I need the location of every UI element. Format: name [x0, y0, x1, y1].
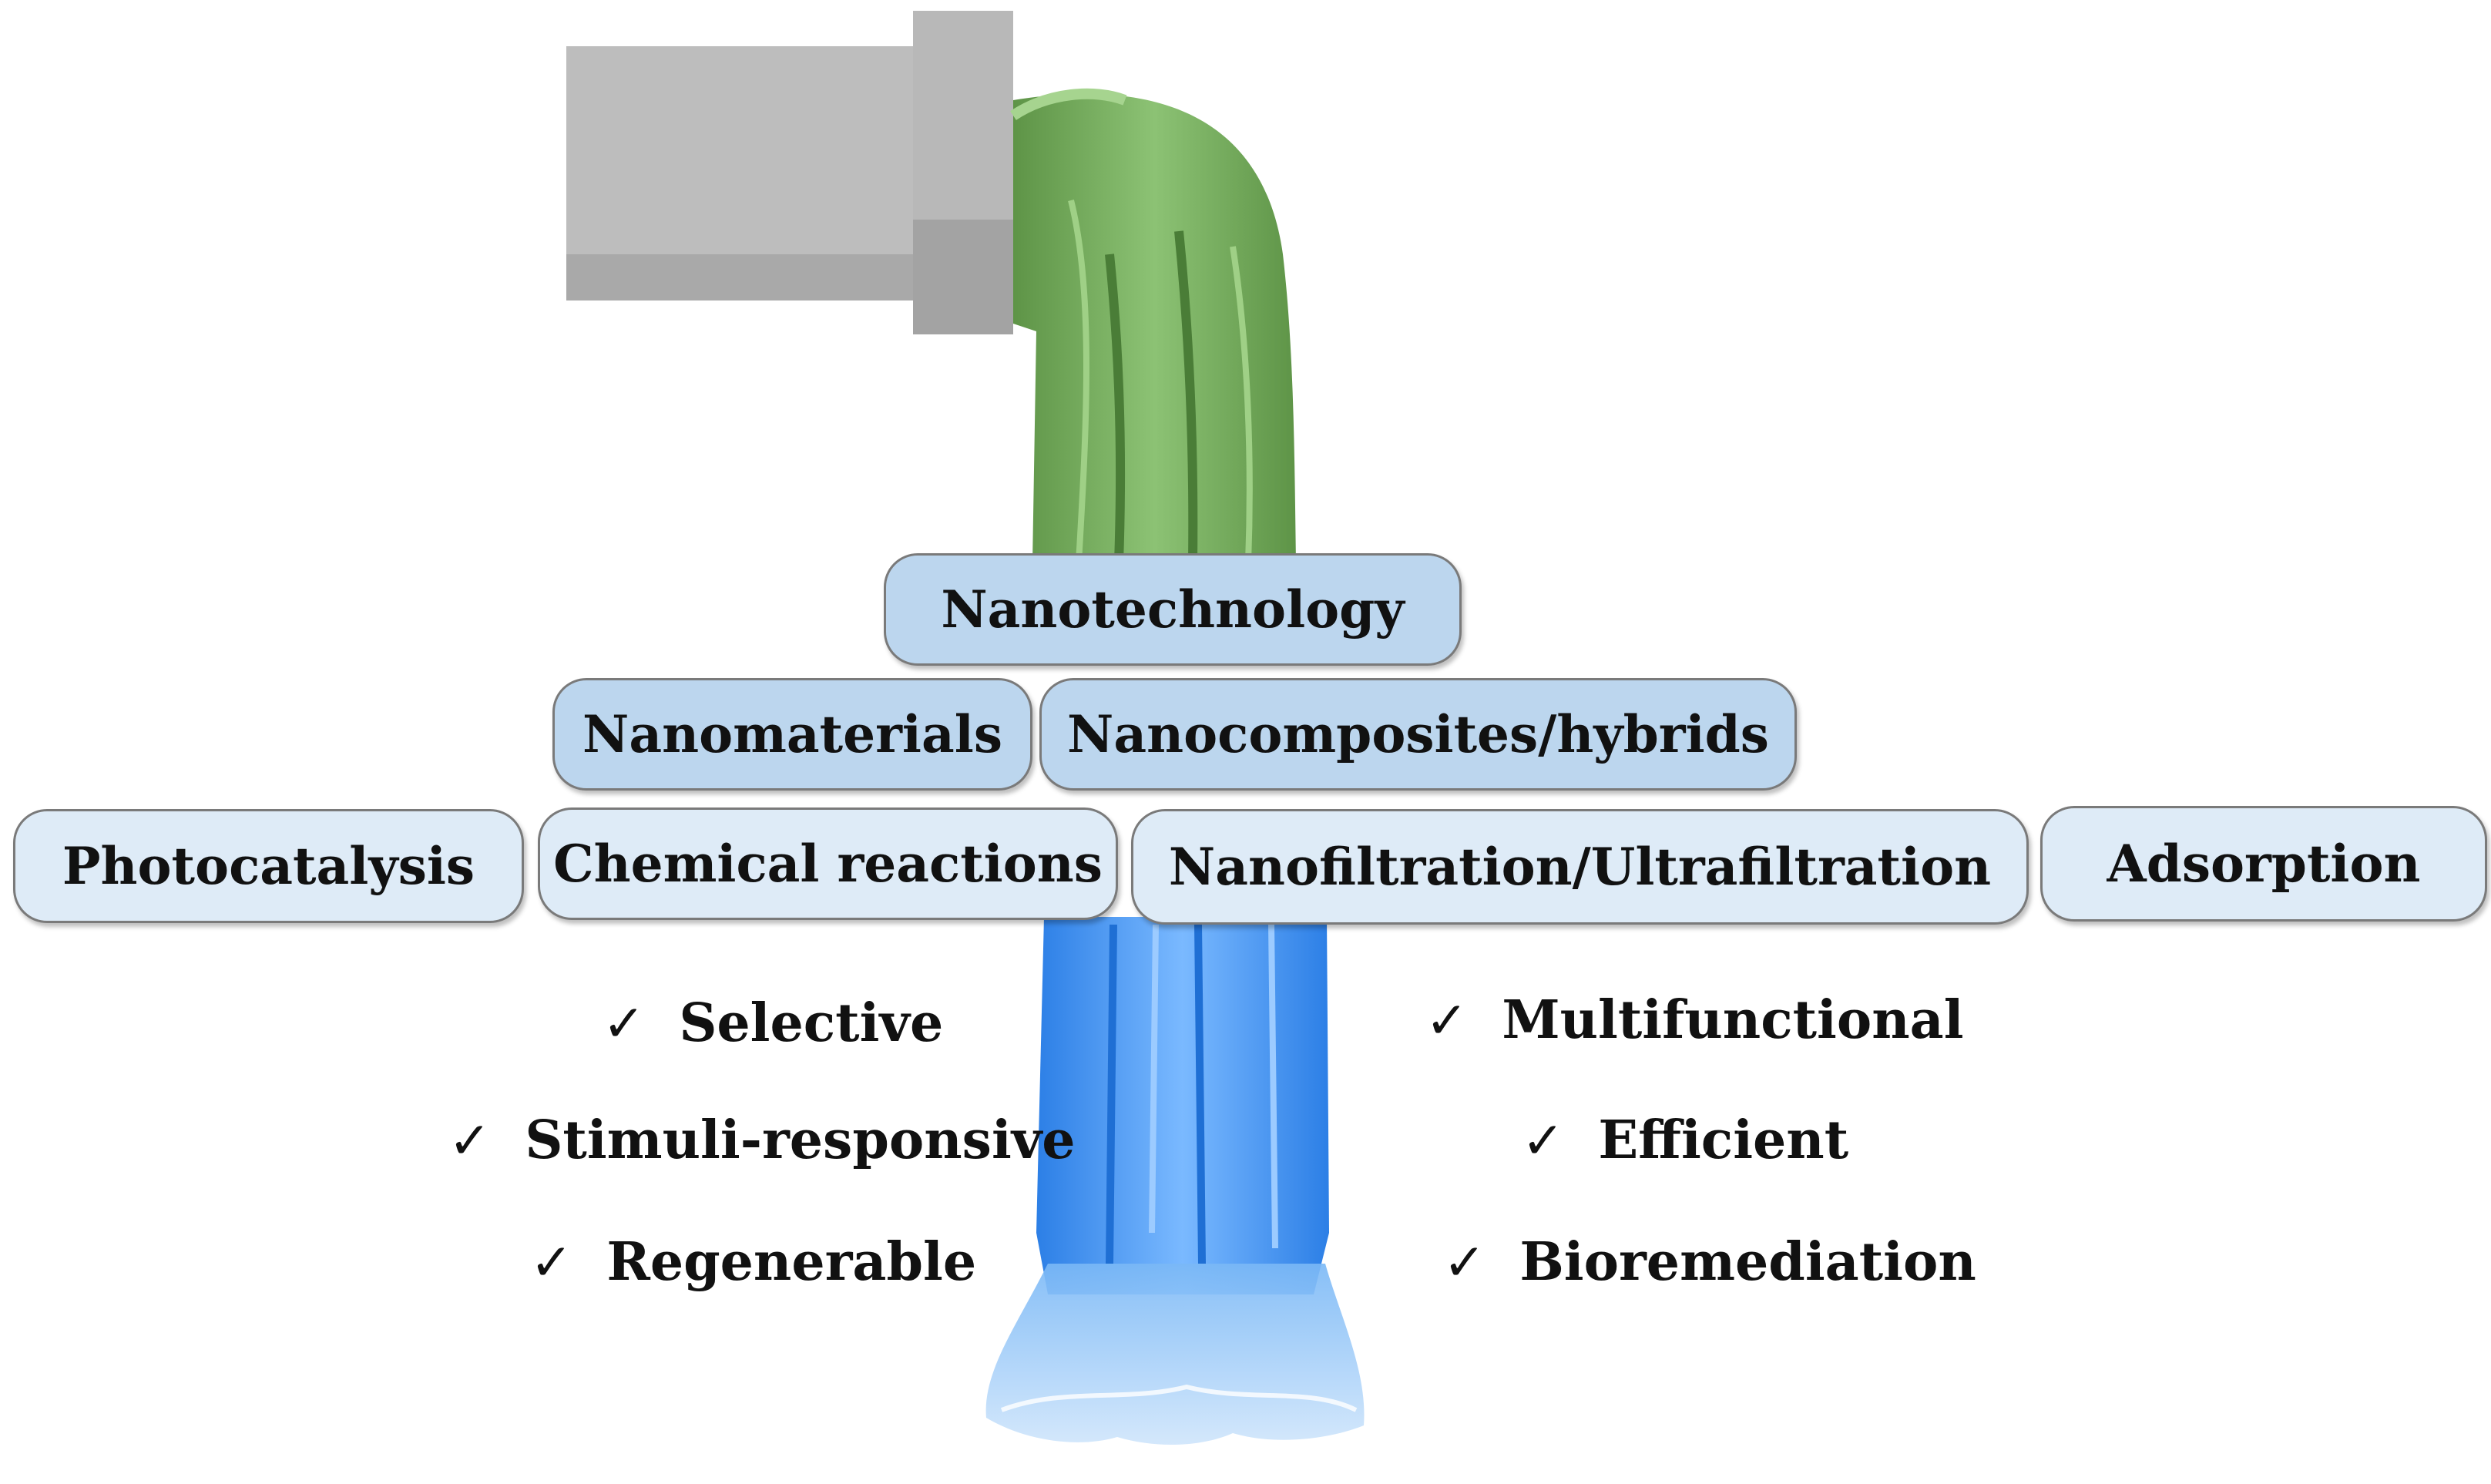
- node-chemical-reactions-label: Chemical reactions: [553, 834, 1103, 894]
- benefit-label: Bioremediation: [1519, 1231, 1976, 1293]
- benefit-label: Multifunctional: [1502, 989, 1964, 1051]
- benefit-stimuli-responsive: ✓ Stimuli-responsive: [448, 1110, 1076, 1171]
- benefit-label: Stimuli-responsive: [525, 1110, 1076, 1171]
- clean-stream-icon: [985, 917, 1365, 1445]
- node-photocatalysis-label: Photocatalysis: [62, 836, 475, 896]
- node-nanomaterials: Nanomaterials: [552, 678, 1032, 791]
- pipe-icon: [566, 11, 1013, 334]
- benefit-bioremediation: ✓ Bioremediation: [1443, 1231, 1976, 1293]
- check-icon: ✓: [530, 1232, 573, 1292]
- benefit-label: Selective: [679, 992, 944, 1054]
- check-icon: ✓: [448, 1110, 492, 1170]
- node-nanofiltration-ultrafiltration-label: Nanofiltration/Ultrafiltration: [1168, 837, 1992, 897]
- polluted-stream-icon: [1010, 88, 1296, 563]
- benefit-selective: ✓ Selective: [603, 992, 943, 1054]
- check-icon: ✓: [1443, 1232, 1486, 1292]
- node-nanocomposites-hybrids: Nanocomposites/hybrids: [1039, 678, 1797, 791]
- benefit-regenerable: ✓ Regenerable: [530, 1231, 976, 1293]
- node-photocatalysis: Photocatalysis: [13, 809, 524, 923]
- node-adsorption-label: Adsorption: [2107, 834, 2421, 894]
- benefit-multifunctional: ✓ Multifunctional: [1425, 989, 1964, 1051]
- node-nanocomposites-hybrids-label: Nanocomposites/hybrids: [1067, 704, 1769, 764]
- benefit-label: Efficient: [1598, 1110, 1849, 1171]
- benefit-efficient: ✓ Efficient: [1522, 1110, 1848, 1171]
- node-nanomaterials-label: Nanomaterials: [582, 704, 1002, 764]
- check-icon: ✓: [1522, 1110, 1565, 1170]
- benefit-label: Regenerable: [606, 1231, 977, 1293]
- check-icon: ✓: [1425, 990, 1469, 1050]
- node-nanofiltration-ultrafiltration: Nanofiltration/Ultrafiltration: [1131, 809, 2029, 925]
- node-chemical-reactions: Chemical reactions: [538, 807, 1118, 920]
- node-nanotechnology: Nanotechnology: [884, 553, 1462, 666]
- node-nanotechnology-label: Nanotechnology: [941, 579, 1405, 640]
- check-icon: ✓: [603, 993, 646, 1053]
- node-adsorption: Adsorption: [2040, 806, 2487, 922]
